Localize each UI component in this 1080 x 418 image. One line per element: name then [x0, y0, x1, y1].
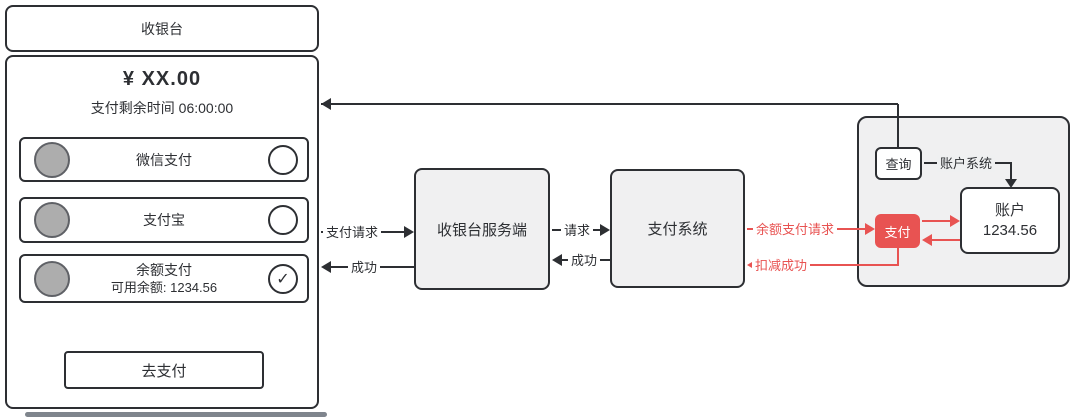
query-label: 查询	[885, 157, 912, 172]
payment-option-label: 支付宝	[143, 212, 185, 228]
amount-text: ¥ XX.00	[122, 68, 202, 90]
go-pay-button[interactable]: 去支付	[64, 351, 264, 389]
balance-pay-title: 余额支付	[136, 261, 192, 278]
payment-system-node: 支付系统	[610, 169, 745, 288]
arrowhead-pay-request	[404, 226, 414, 238]
payment-option-alipay[interactable]: 支付宝	[19, 197, 309, 243]
payment-option-balance[interactable]: 余额支付 可用余额: 1234.56 ✓	[19, 254, 309, 303]
edge-label-balance-pay-request: 余额支付请求	[752, 221, 838, 238]
countdown-text: 支付剩余时间 06:00:00	[90, 100, 234, 116]
arrowhead-success-to-server	[552, 254, 562, 266]
available-balance-text: 可用余额: 1234.56	[110, 279, 218, 295]
edge-label-success-server: 成功	[567, 252, 601, 269]
payment-system-label: 支付系统	[647, 221, 708, 238]
cashier-server-node: 收银台服务端	[414, 168, 550, 290]
arrowhead-account-to-pay	[922, 234, 932, 246]
wechat-pay-icon	[34, 141, 70, 178]
radio-checked-icon[interactable]: ✓	[268, 263, 298, 294]
radio-unchecked-icon[interactable]	[268, 205, 298, 235]
account-balance: 1234.56	[982, 221, 1038, 239]
connector-deduct-success-h	[757, 264, 899, 266]
connector-pay-to-account	[922, 220, 950, 222]
connector-account-to-pay	[932, 239, 960, 241]
go-pay-label: 去支付	[141, 362, 187, 380]
phone-header: 收银台	[5, 5, 319, 52]
connector-query-to-phone-v	[897, 104, 899, 147]
connector-deduct-success-v	[897, 248, 899, 265]
payment-option-label: 余额支付 可用余额: 1234.56	[21, 262, 307, 296]
phone-body: ¥ XX.00 支付剩余时间 06:00:00 微信支付 支付宝 余额支付 可用…	[5, 55, 319, 409]
phone-title: 收银台	[141, 20, 183, 37]
arrowhead-pay-to-account	[950, 215, 960, 227]
arrowhead-into-phone	[321, 98, 331, 110]
cashier-server-label: 收银台服务端	[436, 221, 527, 239]
connector-query-to-phone-h	[321, 103, 898, 105]
payment-option-label: 微信支付	[136, 151, 192, 168]
edge-label-pay-request: 支付请求	[322, 224, 382, 241]
account-node: 账户 1234.56	[960, 187, 1060, 254]
arrowhead-request	[600, 224, 610, 236]
radio-unchecked-icon[interactable]	[268, 144, 298, 175]
connector-query-to-account-v	[1010, 162, 1012, 179]
arrowhead-balance-pay-request	[865, 223, 875, 235]
account-label: 账户	[994, 201, 1025, 219]
pay-node: 支付	[875, 214, 920, 248]
edge-label-request: 请求	[560, 222, 594, 239]
arrowhead-into-account	[1005, 179, 1017, 188]
phone-shadow	[25, 412, 327, 417]
edge-label-deduct-success: 扣减成功	[751, 257, 811, 274]
balance-pay-icon	[34, 260, 70, 297]
query-node: 查询	[875, 147, 922, 180]
payment-option-wechat[interactable]: 微信支付	[19, 137, 309, 182]
arrowhead-success-to-phone	[321, 261, 331, 273]
edge-label-account-system: 账户系统	[936, 155, 996, 172]
pay-label: 支付	[884, 224, 911, 240]
alipay-icon	[34, 202, 70, 238]
edge-label-success-phone: 成功	[347, 259, 381, 276]
